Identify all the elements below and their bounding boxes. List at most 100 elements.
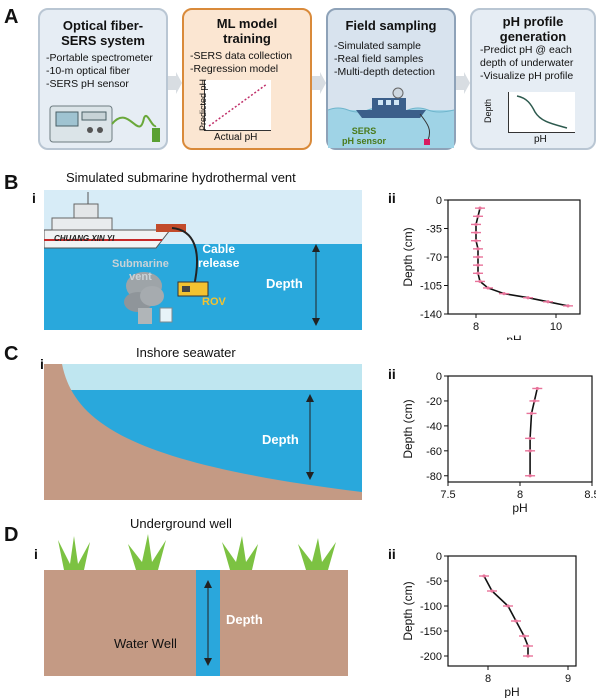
box-optical-fiber-system: Optical fiber- SERS system -Portable spe… xyxy=(38,8,168,150)
regression-xlabel: Actual pH xyxy=(214,132,258,143)
data-point xyxy=(476,263,480,267)
data-point xyxy=(486,286,490,290)
box4-title: pH profile generation xyxy=(499,14,567,44)
data-point xyxy=(526,644,530,648)
arrow-right-icon xyxy=(312,72,326,94)
hydrothermal-vent-scene xyxy=(44,190,362,330)
box-ph-profile-generation: pH profile generation -Predict pH @ each… xyxy=(470,8,596,150)
chart-c-ii: 0-20-40-60-807.588.5pHDepth (cm) xyxy=(401,371,596,515)
water-well-label: Water Well xyxy=(114,636,177,651)
panel-c-i-label: i xyxy=(40,356,44,372)
y-tick-label: -60 xyxy=(426,446,442,458)
box3-line: -Simulated sample xyxy=(334,40,421,52)
data-point xyxy=(476,247,480,251)
data-point xyxy=(476,255,480,259)
submarine-vent-label: Submarine vent xyxy=(112,258,169,283)
box4-line: -Visualize pH profile xyxy=(480,70,574,82)
box1-title: Optical fiber- SERS system xyxy=(61,18,145,48)
data-point xyxy=(476,214,480,218)
depth-label: Depth xyxy=(266,276,303,291)
panel-b-letter: B xyxy=(4,172,19,194)
box2-line: -Regression model xyxy=(190,63,279,75)
inshore-depth-label: Depth xyxy=(262,432,299,447)
ph-profile-curve xyxy=(516,95,568,129)
data-point xyxy=(528,436,532,440)
x-tick-label: 8 xyxy=(473,321,479,333)
panel-c-letter: C xyxy=(4,343,19,365)
arrow-right-icon xyxy=(456,72,470,94)
ph-series-line xyxy=(475,207,569,307)
sers-ph-sensor-label: SERS pH sensor xyxy=(342,126,387,146)
data-point xyxy=(528,449,532,453)
y-tick-label: -80 xyxy=(426,471,442,483)
data-point xyxy=(522,634,526,638)
data-point xyxy=(566,304,570,308)
panel-d-title: Underground well xyxy=(130,516,232,531)
ph-series-line xyxy=(529,388,539,476)
panel-b-i-label: i xyxy=(32,190,36,206)
x-axis-label: pH xyxy=(504,685,519,698)
y-tick-label: -105 xyxy=(420,281,442,293)
data-point xyxy=(478,206,482,210)
x-axis-label: pH xyxy=(512,501,527,515)
x-tick-label: 8 xyxy=(517,489,523,501)
x-axis-label: pH xyxy=(506,333,521,340)
data-point xyxy=(535,386,539,391)
box3-line: -Real field samples xyxy=(334,53,424,65)
panel-d-i-label: i xyxy=(34,546,38,562)
data-point xyxy=(474,239,478,243)
box3-line: -Multi-depth detection xyxy=(334,66,435,78)
well-depth-label: Depth xyxy=(226,612,263,627)
y-tick-label: -35 xyxy=(426,224,442,236)
y-axis-label: Depth (cm) xyxy=(401,227,415,286)
y-tick-label: 0 xyxy=(436,551,442,563)
data-point xyxy=(514,619,518,623)
data-point xyxy=(532,399,536,403)
panel-c-title: Inshore seawater xyxy=(136,345,236,360)
x-tick-label: 9 xyxy=(565,673,571,685)
panel-c-ii-label: ii xyxy=(388,366,396,382)
cable-release-label: Cable release xyxy=(198,242,240,270)
regression-line xyxy=(208,83,268,127)
box1-line: -10-m optical fiber xyxy=(46,65,131,77)
regression-mini-plot xyxy=(204,80,271,131)
data-point xyxy=(474,222,478,227)
data-point xyxy=(529,411,534,416)
y-tick-label: -70 xyxy=(426,252,442,264)
box-field-sampling: Field sampling -Simulated sample -Real f… xyxy=(326,8,456,150)
box2-title: ML model training xyxy=(216,16,278,46)
data-point xyxy=(476,271,480,275)
box4-line: -Predict pH @ each xyxy=(480,44,572,56)
y-axis-label: Depth (cm) xyxy=(401,581,415,640)
y-tick-label: 0 xyxy=(436,371,442,383)
y-tick-label: -100 xyxy=(420,601,442,613)
regression-ylabel: Predicted pH xyxy=(198,78,208,132)
plot-frame xyxy=(447,555,577,667)
data-point xyxy=(482,574,486,578)
underground-well-scene xyxy=(44,534,348,676)
arrow-right-icon xyxy=(168,72,182,94)
x-tick-label: 8 xyxy=(485,673,491,685)
box1-line: -Portable spectrometer xyxy=(46,52,153,64)
ph-profile-xlabel: pH xyxy=(534,134,547,145)
ph-profile-mini-plot xyxy=(508,92,575,133)
panel-d-letter: D xyxy=(4,524,19,546)
data-point xyxy=(474,230,478,235)
inshore-seawater-scene xyxy=(44,364,362,500)
plot-frame xyxy=(447,199,581,315)
y-tick-label: -200 xyxy=(420,651,442,663)
ph-series-line xyxy=(483,575,529,656)
y-tick-label: -40 xyxy=(426,421,442,433)
ship-name-label: CHUANG XIN YI xyxy=(54,234,115,243)
box1-line: -SERS pH sensor xyxy=(46,78,129,90)
spectrometer-illustration xyxy=(49,105,160,143)
data-point xyxy=(478,279,482,284)
box2-line: -SERS data collection xyxy=(190,50,293,62)
panel-b-title: Simulated submarine hydrothermal vent xyxy=(66,170,296,185)
field-sampling-illustration xyxy=(328,87,454,148)
y-tick-label: 0 xyxy=(436,195,442,207)
rov-label: ROV xyxy=(202,296,226,308)
plot-frame xyxy=(447,375,593,483)
panel-b-ii-label: ii xyxy=(388,190,396,206)
